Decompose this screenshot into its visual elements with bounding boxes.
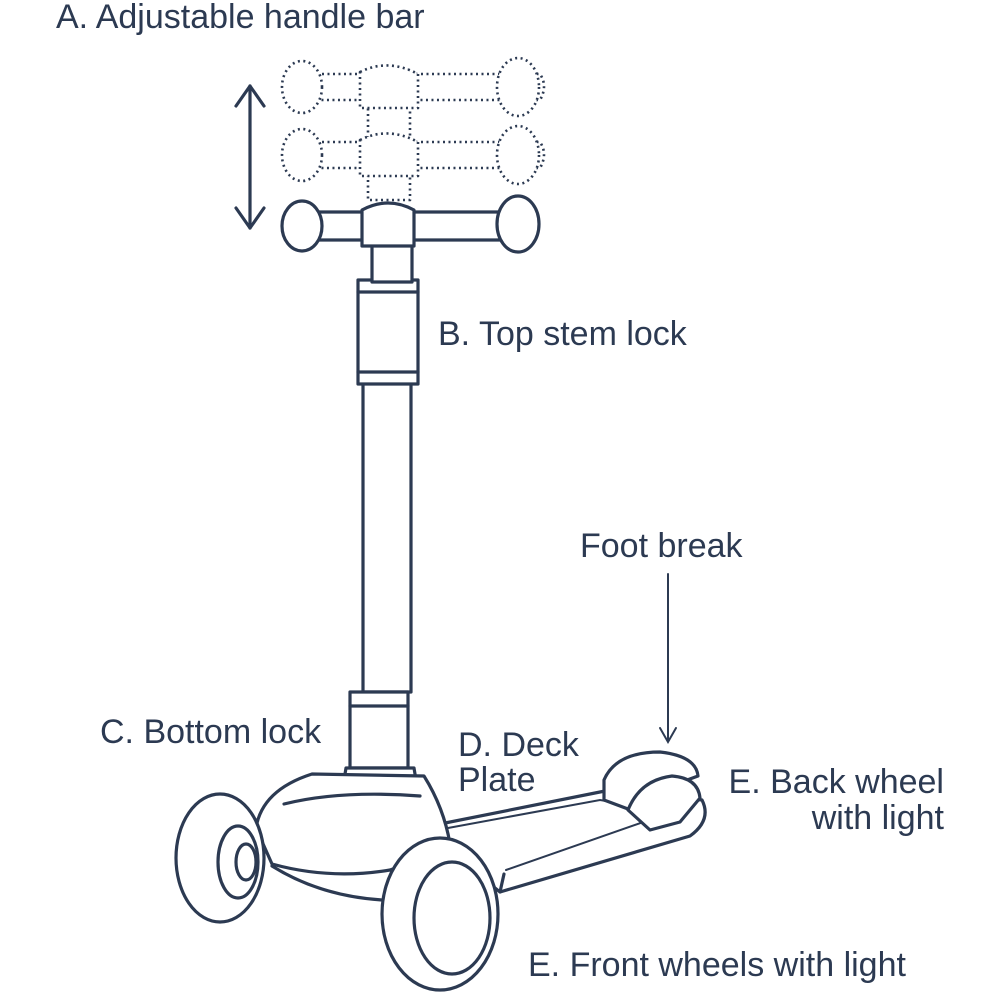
stem — [342, 378, 418, 782]
front-axle-line — [270, 864, 384, 902]
front-body — [254, 772, 452, 876]
handlebar-ghost-top — [280, 56, 546, 202]
label-foot-break: Foot break — [580, 527, 743, 565]
label-deck-plate-line2: Plate — [458, 761, 536, 799]
top-stem-lock — [356, 278, 420, 386]
label-handle-bar: A. Adjustable handle bar — [56, 0, 425, 36]
label-top-stem-lock: B. Top stem lock — [438, 315, 687, 353]
label-bottom-lock: C. Bottom lock — [100, 713, 322, 751]
handlebar — [280, 194, 541, 284]
front-wheel-right — [380, 836, 500, 992]
label-front-wheels: E. Front wheels with light — [528, 946, 906, 984]
adjust-arrow-icon — [234, 84, 266, 230]
label-deck-plate-line1: D. Deck — [458, 726, 579, 764]
label-back-wheel-line1: E. Back wheel — [728, 763, 944, 801]
foot-break-arrow-icon — [659, 573, 677, 745]
label-back-wheel-line2: with light — [811, 799, 944, 837]
handlebar-ghost-middle — [280, 124, 546, 186]
front-wheel-left — [174, 792, 266, 924]
back-wheel — [602, 750, 702, 832]
